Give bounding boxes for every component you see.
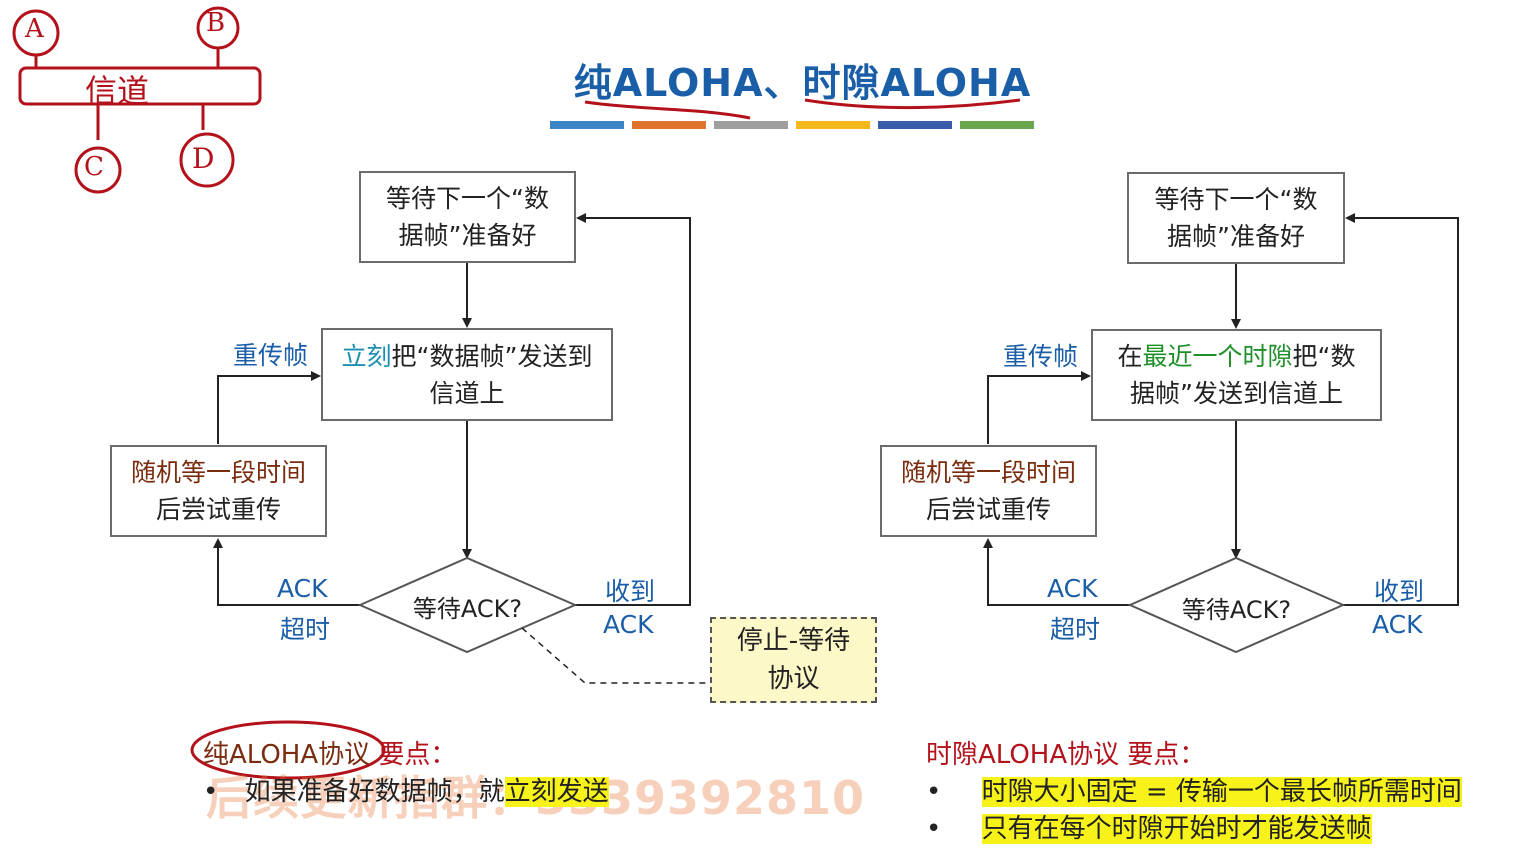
- slotted-aloha-bullet2: • 只有在每个时隙开始时才能发送帧: [926, 808, 1372, 845]
- sketch-label-c: C: [84, 152, 104, 182]
- right-send-line2: 据帧”发送到信道上: [1130, 379, 1343, 408]
- pure-aloha-bullet1: • 如果准备好数据帧，就立刻发送: [203, 771, 609, 808]
- left-ack-timeout-label1: ACK: [277, 574, 328, 603]
- left-flow-lines: [213, 213, 691, 606]
- right-random-line2: 后尝试重传: [925, 495, 1051, 524]
- stop-wait-dashed-link: [521, 627, 710, 684]
- right-wait-line2: 据帧”准备好: [1167, 222, 1305, 251]
- left-received-label1: 收到: [605, 577, 656, 606]
- sketch-label-b: B: [206, 8, 226, 38]
- stop-wait-line1: 停止-等待: [736, 626, 851, 656]
- bullet-dot: •: [926, 777, 942, 807]
- right-ack-timeout-label2: 超时: [1050, 615, 1101, 644]
- sketch-channel-rect: [18, 66, 262, 106]
- left-wait-line2: 据帧”准备好: [398, 221, 537, 250]
- left-received-label2: ACK: [603, 610, 654, 639]
- title-underline-left: [584, 100, 751, 120]
- pure-aloha-circle: [190, 720, 386, 780]
- right-send-box: 在最近一个时隙把“数据帧”发送到信道上: [1091, 329, 1382, 421]
- title-underline-right: [804, 98, 1021, 110]
- pure-aloha-heading-b: 要点：: [370, 740, 457, 770]
- right-ack-timeout-label1: ACK: [1047, 574, 1098, 603]
- bullet-dot: •: [926, 814, 942, 844]
- left-retransmit-label: 重传帧: [233, 341, 309, 370]
- slotted-aloha-heading: 时隙ALOHA协议 要点：: [926, 740, 1206, 770]
- sketch-circle-d: [179, 132, 235, 188]
- left-send-line1: 把“数据帧”发送到: [391, 341, 593, 371]
- color-bar-segment: [878, 121, 952, 129]
- slotted-aloha-bullet1-text: 时隙大小固定 = 传输一个最长帧所需时间: [981, 777, 1462, 807]
- left-wait-frame-box: 等待下一个“数据帧”准备好: [359, 171, 576, 263]
- right-wait-line1: 等待下一个“数: [1154, 185, 1318, 214]
- right-send-prefix: 在: [1117, 342, 1143, 371]
- right-random-line1: 随机等一段时间: [900, 458, 1076, 487]
- left-diamond-label: 等待ACK?: [412, 595, 523, 623]
- color-bar-segment: [550, 121, 624, 129]
- right-random-wait-box: 随机等一段时间后尝试重传: [880, 445, 1097, 537]
- sketch-label-d: D: [192, 142, 215, 175]
- sketch-label-a: A: [25, 14, 44, 44]
- pure-aloha-bullet1-highlight: 立刻发送: [504, 777, 609, 807]
- title-color-bar: [550, 121, 1034, 129]
- color-bar-segment: [796, 121, 870, 129]
- left-ack-timeout-label2: 超时: [280, 615, 331, 644]
- right-send-line1: 把“数: [1292, 342, 1356, 371]
- slotted-aloha-bullet2-text: 只有在每个时隙开始时才能发送帧: [981, 814, 1372, 844]
- left-random-wait-box: 随机等一段时间后尝试重传: [110, 445, 327, 537]
- left-send-highlight: 立刻: [341, 341, 392, 371]
- right-send-highlight: 最近一个时隙: [1142, 342, 1293, 371]
- color-bar-segment: [714, 121, 788, 129]
- stop-wait-note: 停止-等待协议: [710, 617, 877, 703]
- right-diamond-label: 等待ACK?: [1181, 596, 1292, 624]
- pure-aloha-heading: 纯ALOHA协议 要点：: [203, 734, 456, 771]
- sketch-label-channel: 信道: [85, 72, 150, 110]
- right-flow-lines: [983, 213, 1459, 606]
- right-diamond-shape: [1127, 556, 1346, 654]
- color-bar-segment: [632, 121, 706, 129]
- left-wait-line1: 等待下一个“数: [386, 184, 549, 213]
- right-received-label2: ACK: [1372, 610, 1423, 639]
- stop-wait-line2: 协议: [767, 664, 820, 694]
- right-retransmit-label: 重传帧: [1003, 342, 1079, 371]
- left-random-line1: 随机等一段时间: [130, 458, 306, 487]
- bullet-dot: •: [203, 777, 219, 807]
- handwritten-sketch: [12, 6, 386, 780]
- pure-aloha-heading-a: 纯ALOHA协议: [203, 740, 371, 770]
- sketch-circle-c: [74, 146, 122, 194]
- page-title: 纯ALOHA、时隙ALOHA: [573, 61, 1032, 105]
- left-send-line2: 信道上: [429, 378, 505, 408]
- right-wait-frame-box: 等待下一个“数据帧”准备好: [1127, 172, 1345, 264]
- left-send-box: 立刻把“数据帧”发送到信道上: [321, 328, 613, 421]
- left-random-line2: 后尝试重传: [155, 495, 281, 524]
- pure-aloha-bullet1-text: 如果准备好数据帧，就: [244, 777, 505, 807]
- right-received-label1: 收到: [1374, 577, 1425, 606]
- color-bar-segment: [960, 121, 1034, 129]
- slotted-aloha-bullet1: • 时隙大小固定 = 传输一个最长帧所需时间: [926, 771, 1462, 808]
- left-diamond-shape: [357, 556, 578, 654]
